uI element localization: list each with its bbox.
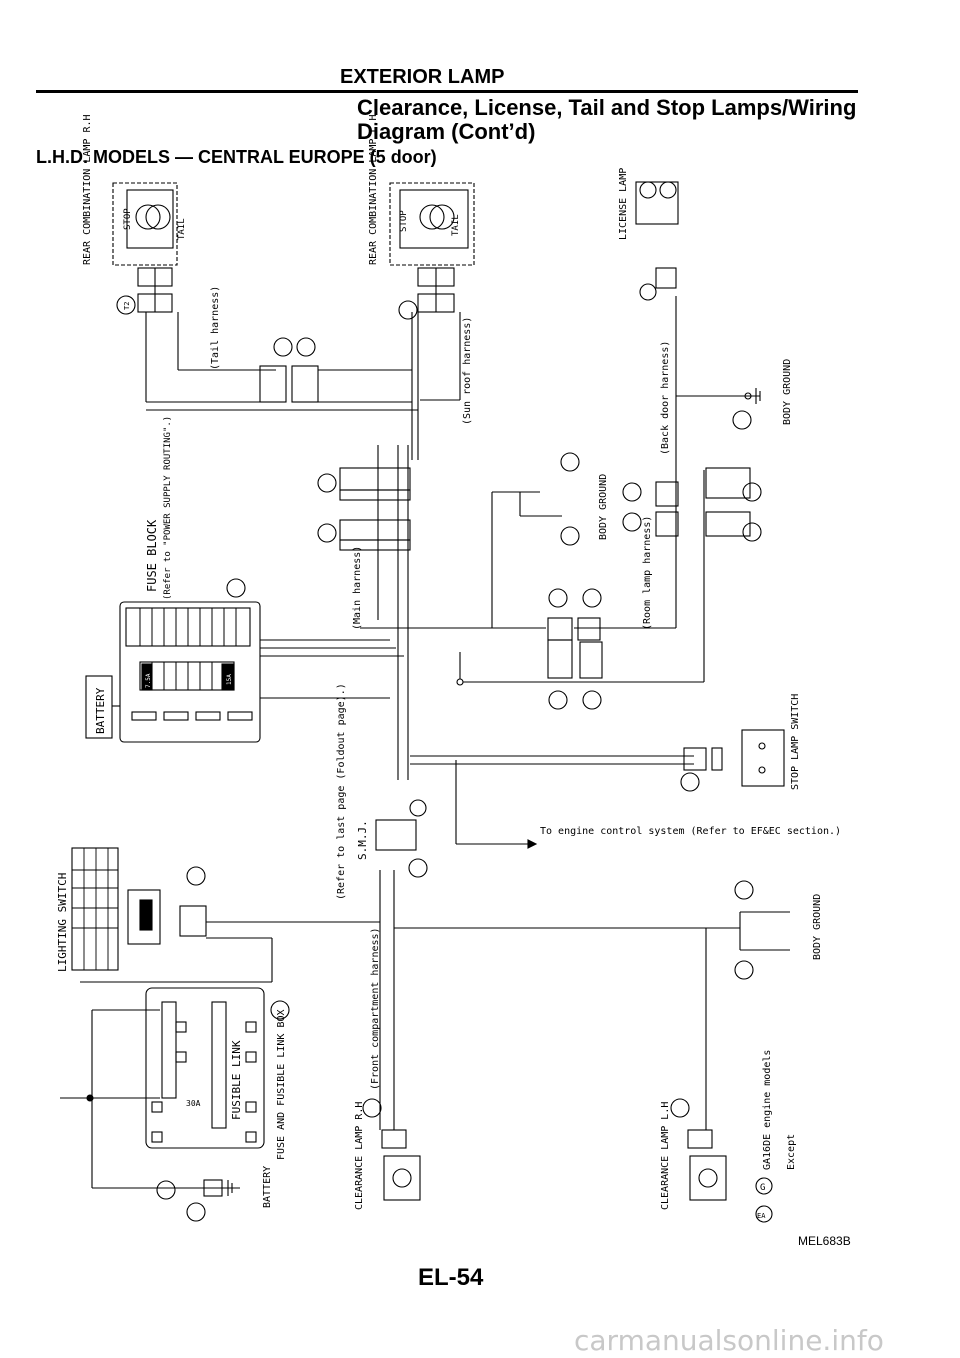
- connector-m52: [548, 588, 568, 608]
- fuse-30a: 30A: [186, 1099, 201, 1108]
- fuse-7-5a: 7.5A: [145, 673, 152, 688]
- legend-g-glyph: G: [760, 1183, 765, 1193]
- rear-lamp-rh-stop: STOP: [123, 208, 133, 230]
- rear-lamp-rh-tail: TAIL: [177, 218, 187, 240]
- figure-code: MEL683B: [798, 1234, 851, 1248]
- sunroof-harness-label: (Sun roof harness): [462, 317, 473, 425]
- smj: (Refer to last page (Foldout page).) S.M…: [336, 683, 428, 900]
- connector-m6: [409, 799, 427, 817]
- body-ground-label-2: BODY GROUND: [598, 474, 609, 540]
- body-ground-bottom: BODY GROUND: [734, 880, 823, 980]
- clearance-rh-label: CLEARANCE LAMP R.H: [354, 1102, 365, 1210]
- page-number: EL-54: [418, 1264, 484, 1291]
- rear-lamp-lh-stop: STOP: [399, 210, 409, 232]
- rear-lamp-lh-label: REAR COMBINATION LAMP L.H: [368, 114, 379, 265]
- stop-lamp-switch: STOP LAMP SWITCH: [410, 694, 801, 792]
- backdoor-harness-label: (Back door harness): [660, 341, 671, 455]
- rear-lamp-rh-label: REAR COMBINATION LAMP R.H: [82, 114, 93, 265]
- diagram-subtitle: Clearance, License, Tail and Stop Lamps/…: [357, 96, 877, 144]
- connector-m5: [560, 526, 580, 546]
- connector-r2: [582, 690, 602, 710]
- body-ground-label-1: BODY GROUND: [782, 359, 793, 425]
- connector-s17: [296, 337, 316, 357]
- wires: BODY GROUND (Room lamp harness): [145, 296, 762, 780]
- legend-ea-note: Except: [786, 1134, 797, 1170]
- section-title: EXTERIOR LAMP: [340, 66, 505, 88]
- connector-t1: [273, 337, 293, 357]
- roomlamp-harness-label: (Room lamp harness): [642, 516, 653, 630]
- connector-c3: [734, 960, 754, 980]
- fuse-15a: 15A: [226, 674, 233, 685]
- smj-label: S.M.J.: [356, 820, 369, 860]
- body-ground-label-3: BODY GROUND: [812, 894, 823, 960]
- connector-t2: [116, 295, 136, 315]
- connector-c33: [734, 880, 754, 900]
- connector-c101: [408, 858, 428, 878]
- fuse-block: 15A 7.5A FUSE BLOCK (Refer to "POWER SUP…: [85, 416, 404, 743]
- clearance-lh-label: CLEARANCE LAMP L.H: [660, 1102, 671, 1210]
- legend-ea-glyph: EA: [757, 1212, 766, 1220]
- conn-t2-label: T2: [123, 302, 131, 310]
- body-ground-top: BODY GROUND: [676, 359, 793, 430]
- fuse-box-label: FUSE AND FUSIBLE LINK BOX: [276, 1009, 287, 1160]
- clearance-lamp-lh: CLEARANCE LAMP L.H: [660, 1098, 727, 1210]
- connector-c27: [362, 1098, 382, 1118]
- legend-g-note: GA16DE engine models: [762, 1050, 773, 1170]
- battery-label: BATTERY: [262, 1166, 273, 1208]
- legend: G EA GA16DE engine models Except: [755, 1050, 797, 1223]
- connector-m22: [680, 772, 700, 792]
- ecu-note: To engine control system (Refer to EF&EC…: [540, 826, 841, 837]
- license-lamp-label: LICENSE LAMP: [618, 168, 629, 240]
- connector-c52: [186, 1202, 206, 1222]
- tail-harness-label: (Tail harness): [210, 286, 221, 370]
- connector-c8: [670, 1098, 690, 1118]
- subtitle-line-1: Clearance, License, Tail and Stop Lamps/…: [357, 95, 857, 120]
- connector-s18: [398, 300, 418, 320]
- rear-lamp-rh: REAR COMBINATION LAMP R.H STOP TAIL T2: [82, 114, 187, 315]
- main-harness-label: (Main harness): [352, 546, 363, 630]
- rear-lamp-lh-tail: TAIL: [451, 214, 461, 236]
- model-heading: L.H.D. MODELS — CENTRAL EUROPE (5 door): [36, 147, 437, 167]
- connector-r16: [622, 512, 642, 532]
- lighting-switch: LIGHTING SWITCH: [56, 847, 380, 983]
- connector-d209: [732, 410, 752, 430]
- ecu-ref: To engine control system (Refer to EF&EC…: [455, 760, 841, 849]
- subtitle-line-2: Diagram (Cont’d): [357, 119, 536, 144]
- fuse-box: 30A FUSIBLE LINK FUSE AND FUSIBLE LINK B…: [60, 987, 290, 1222]
- rear-lamp-lh: REAR COMBINATION LAMP L.H STOP TAIL: [368, 114, 475, 320]
- connector-m16: [317, 523, 337, 543]
- connector-c102: [186, 866, 206, 886]
- watermark: carmanualsonline.info: [574, 1324, 884, 1357]
- stop-switch-label: STOP LAMP SWITCH: [790, 694, 801, 790]
- fusible-link-label: FUSIBLE LINK: [230, 1040, 243, 1120]
- clearance-lamp-rh: CLEARANCE LAMP R.H: [354, 1098, 421, 1210]
- connector-c31: [270, 1000, 290, 1020]
- fuse-block-label: FUSE BLOCK: [145, 519, 159, 592]
- connector-c24: [156, 1180, 176, 1200]
- connector-r1: [582, 588, 602, 608]
- connector-m61: [560, 452, 580, 472]
- smj-note: (Refer to last page (Foldout page).): [336, 683, 347, 900]
- header-rule: [36, 90, 858, 93]
- connector-d211: [639, 283, 657, 301]
- connector-d201: [742, 482, 762, 502]
- lighting-switch-label: LIGHTING SWITCH: [56, 873, 69, 972]
- connector-s2: [317, 473, 337, 493]
- front-harness-label: (Front compartment harness): [370, 927, 381, 1090]
- connector-m53: [548, 690, 568, 710]
- fuse-block-note: (Refer to "POWER SUPPLY ROUTING".): [163, 416, 173, 600]
- connector-d214: [622, 482, 642, 502]
- connector-r9: [742, 522, 762, 542]
- connector-m10: [226, 578, 246, 598]
- battery-block-label: BATTERY: [94, 687, 107, 734]
- license-lamp: LICENSE LAMP: [618, 168, 679, 301]
